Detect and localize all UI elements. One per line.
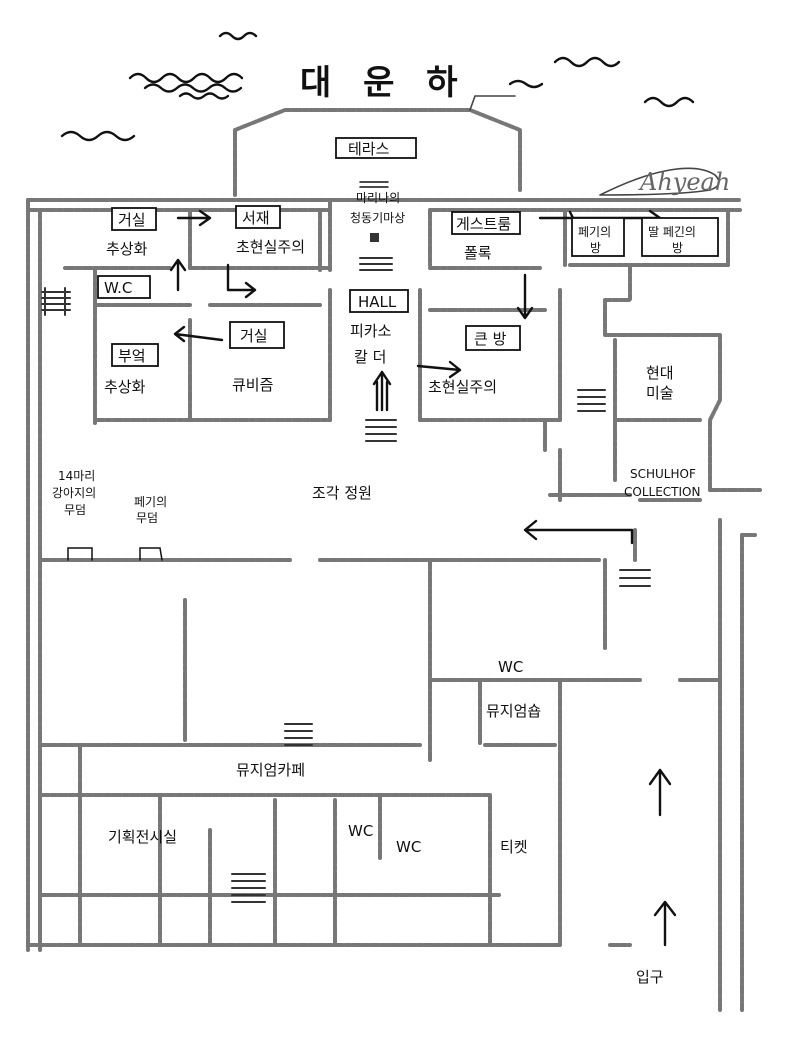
wc2-label: WC	[498, 658, 523, 676]
main-building-walls	[26, 198, 762, 952]
living1-label: 거실	[118, 211, 146, 229]
stairs-hall	[365, 419, 397, 442]
guestroom-sub: 폴록	[464, 244, 492, 262]
modern-art-label-2: 미술	[646, 384, 674, 402]
svg-text:Ahyeah: Ahyeah	[638, 168, 730, 196]
stairs-exhibit	[231, 873, 266, 903]
guestroom-label: 게스트룸	[456, 215, 511, 233]
entrance-label: 입구	[636, 968, 664, 986]
wc4-label: WC	[396, 838, 421, 856]
guestroom-label-box	[451, 211, 521, 235]
peggy-grave-label-2: 무덤	[136, 511, 158, 525]
kitchen-label-box	[111, 343, 159, 367]
living2-label: 거실	[240, 327, 268, 345]
ticket-label: 티켓	[500, 838, 528, 856]
hall-sub-2: 칼 더	[354, 348, 386, 366]
living2-label-box	[229, 321, 285, 349]
garden-label: 조각 정원	[312, 484, 372, 502]
pegeen-room-label: 딸 페긴의	[648, 225, 696, 239]
living1-label-box	[111, 207, 157, 231]
kitchen-sub: 추상화	[104, 378, 146, 396]
museum-cafe-label: 뮤지엄카페	[236, 761, 305, 779]
schulhof-label-1: SCHULHOF	[630, 467, 696, 481]
peggy-room-label-2: 방	[590, 241, 601, 255]
canal-waves	[60, 31, 695, 142]
stairs-cafe	[284, 723, 313, 746]
hall-label-box	[349, 289, 409, 313]
peggy-room-label: 페기의	[578, 225, 611, 239]
study-sub: 초현실주의	[236, 238, 305, 256]
terrace-walls	[233, 95, 522, 197]
marina-label: 마리나의	[356, 191, 400, 205]
stairs-left	[41, 287, 71, 316]
peggy-room-box	[571, 217, 625, 257]
wc3-label: WC	[348, 822, 373, 840]
living1-sub: 추상화	[106, 240, 148, 258]
peggy-grave-label-1: 페기의	[134, 495, 167, 509]
hall-sub-1: 피카소	[350, 322, 392, 340]
wc1-label: W.C	[104, 279, 132, 297]
dogs-grave-label-1: 14마리	[58, 469, 95, 483]
stairs-bigroom	[577, 389, 606, 412]
schulhof-label-2: COLLECTION	[624, 485, 700, 499]
bigroom-label-box	[465, 325, 521, 351]
kitchen-label: 부엌	[118, 347, 146, 365]
special-exhibit-label: 기획전시실	[108, 828, 177, 846]
study-label-box	[235, 205, 281, 229]
dogs-grave-label-3: 무덤	[64, 503, 86, 517]
statue-marker	[370, 233, 379, 242]
pegeen-room-label-2: 방	[672, 241, 683, 255]
stairs-schulhof	[619, 569, 651, 587]
lower-building-walls	[26, 518, 757, 1012]
living2-sub: 큐비즘	[232, 376, 273, 394]
terrace-label: 테라스	[348, 140, 390, 158]
signature: Ahyeah	[599, 167, 730, 196]
marina-label-2: 청동기마상	[350, 211, 405, 225]
hall-label: HALL	[358, 293, 397, 311]
study-label: 서재	[242, 209, 270, 227]
wc1-box	[97, 275, 151, 299]
museum-shop-label: 뮤지엄숍	[486, 702, 541, 720]
bigroom-sub: 초현실주의	[428, 378, 497, 396]
dogs-grave-marker	[67, 547, 93, 561]
peggy-grave-marker	[139, 547, 163, 561]
map-title: 대 운 하	[300, 63, 468, 103]
modern-art-label-1: 현대	[646, 364, 674, 382]
bigroom-label: 큰 방	[474, 330, 507, 348]
stairs-center-top	[359, 257, 393, 271]
dogs-grave-label-2: 강아지의	[52, 486, 96, 500]
terrace-label-box	[335, 137, 417, 159]
pegeen-room-box	[641, 217, 719, 257]
